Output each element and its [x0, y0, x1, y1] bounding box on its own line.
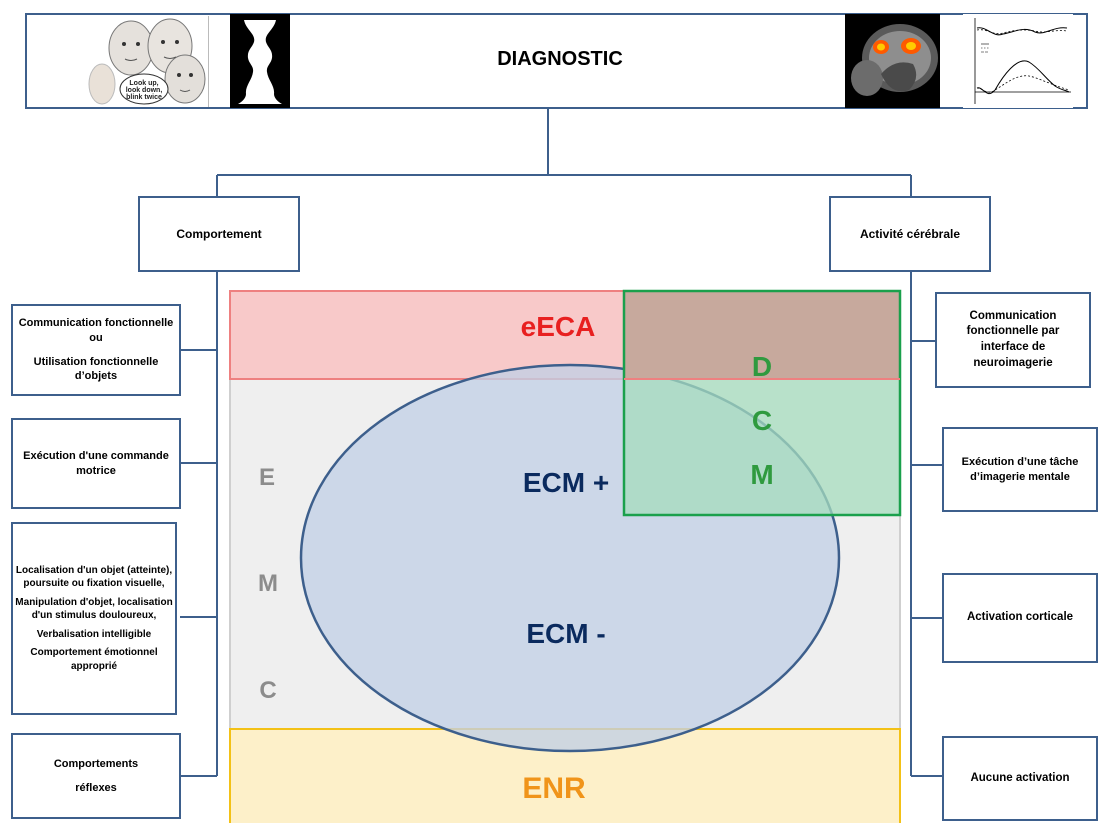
- dcm-letter-m: M: [750, 459, 773, 490]
- ecm-plus-label: ECM +: [523, 467, 609, 498]
- left-criterion-functional-communication: Communication fonctionnelle ou Utilisati…: [11, 304, 181, 396]
- svg-text:look down,: look down,: [126, 87, 163, 94]
- enr-label: ENR: [522, 772, 586, 805]
- speech-bubble: [119, 73, 169, 105]
- emc-letter-m: M: [258, 570, 278, 597]
- dcm-zone: [624, 379, 900, 515]
- brain-activity-node: Activité cérébrale: [829, 196, 991, 272]
- brain-mri-image: [845, 14, 940, 108]
- emc-letter-c: C: [259, 677, 276, 704]
- behavior-node: Comportement: [138, 196, 300, 272]
- page-title: DIAGNOSTIC: [497, 48, 623, 70]
- right-criterion-no-activation: Aucune activation: [942, 736, 1098, 821]
- left-criterion-reflex-behaviors: Comportements réflexes: [11, 733, 181, 819]
- dcm-letter-d: D: [752, 351, 772, 382]
- dcm-eeca-overlap: [624, 291, 900, 379]
- right-criterion-cortical-activation: Activation corticale: [942, 573, 1098, 663]
- vase-faces-illusion-image: [230, 14, 290, 108]
- left-criterion-localisation: Localisation d'un objet (atteinte), pour…: [11, 522, 177, 715]
- faces-illustration: Look up, look down, blink twice: [88, 18, 206, 105]
- svg-text:blink twice: blink twice: [126, 94, 162, 101]
- header-divider: [208, 16, 209, 107]
- ecm-minus-label: ECM -: [526, 618, 605, 649]
- right-criterion-neuroimaging-interface: Communication fonctionnelle par interfac…: [935, 292, 1091, 388]
- erp-waveform-chart-image: [963, 14, 1073, 108]
- right-criterion-mental-imagery: Exécution d’une tâche d’imagerie mentale: [942, 427, 1098, 512]
- dcm-border: [622, 289, 902, 517]
- emc-letter-e: E: [259, 464, 275, 491]
- dcm-letter-c: C: [752, 405, 772, 436]
- eeca-label: eECA: [521, 311, 596, 342]
- speech-bubble-text: Look up,: [129, 80, 158, 87]
- left-criterion-motor-command: Exécution d'une commande motrice: [11, 418, 181, 509]
